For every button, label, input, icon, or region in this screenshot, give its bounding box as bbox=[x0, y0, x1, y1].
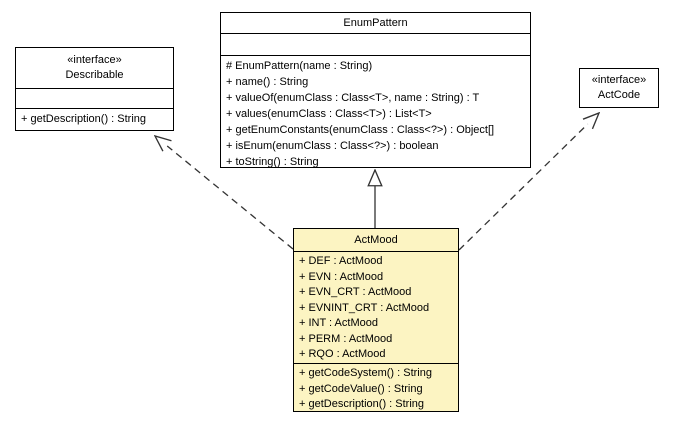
fields-compartment-enumpattern bbox=[221, 33, 530, 55]
class-title-actmood: ActMood bbox=[294, 229, 458, 251]
fields-compartment-describable bbox=[16, 88, 173, 108]
class-box-describable[interactable]: «interface» Describable + getDescription… bbox=[15, 47, 174, 131]
method-item: + getDescription() : String bbox=[21, 113, 147, 125]
method-item: + valueOf(enumClass : Class<T>, name : S… bbox=[226, 92, 480, 104]
method-item: # EnumPattern(name : String) bbox=[226, 60, 373, 72]
class-name: Describable bbox=[65, 69, 124, 81]
method-item: + getCodeSystem() : String bbox=[299, 367, 432, 379]
field-item: + RQO : ActMood bbox=[299, 348, 386, 360]
field-item: + DEF : ActMood bbox=[299, 255, 383, 267]
method-item: + values(enumClass : Class<T>) : List<T> bbox=[226, 108, 432, 120]
class-box-actmood[interactable]: ActMood + DEF : ActMood + EVN : ActMood … bbox=[293, 228, 459, 412]
class-title-enumpattern: EnumPattern bbox=[221, 13, 530, 33]
stereotype-label: «interface» bbox=[591, 74, 647, 86]
field-item: + EVN_CRT : ActMood bbox=[299, 286, 412, 298]
method-item: + getDescription() : String bbox=[299, 398, 425, 410]
fields-compartment-actmood: + DEF : ActMood + EVN : ActMood + EVN_CR… bbox=[294, 251, 458, 363]
field-item: + EVNINT_CRT : ActMood bbox=[299, 301, 430, 314]
method-item: + getEnumConstants(enumClass : Class<?>)… bbox=[226, 124, 495, 136]
class-box-enumpattern[interactable]: EnumPattern # EnumPattern(name : String)… bbox=[220, 12, 531, 168]
method-item: + getCodeValue() : String bbox=[299, 382, 423, 395]
method-item: + toString() : String bbox=[226, 156, 319, 168]
class-name: ActMood bbox=[354, 233, 398, 246]
class-name: ActCode bbox=[597, 89, 641, 101]
stereotype-label: «interface» bbox=[67, 54, 122, 66]
method-item: + isEnum(enumClass : Class<?>) : boolean bbox=[226, 140, 439, 152]
methods-compartment-describable: + getDescription() : String bbox=[16, 108, 173, 132]
field-item: + PERM : ActMood bbox=[299, 332, 393, 345]
class-name: EnumPattern bbox=[343, 16, 408, 29]
class-title-actcode: «interface» ActCode bbox=[580, 69, 658, 107]
class-title-describable: «interface» Describable bbox=[16, 48, 173, 88]
methods-compartment-actmood: + getCodeSystem() : String + getCodeValu… bbox=[294, 363, 458, 413]
field-item: + EVN : ActMood bbox=[299, 270, 384, 283]
method-item: + name() : String bbox=[226, 76, 309, 88]
edge-realization-actmood-describable bbox=[155, 136, 294, 250]
edge-realization-actmood-actcode bbox=[458, 113, 599, 251]
field-item: + INT : ActMood bbox=[299, 317, 378, 329]
class-box-actcode[interactable]: «interface» ActCode bbox=[579, 68, 659, 108]
methods-compartment-enumpattern: # EnumPattern(name : String) + name() : … bbox=[221, 55, 530, 169]
